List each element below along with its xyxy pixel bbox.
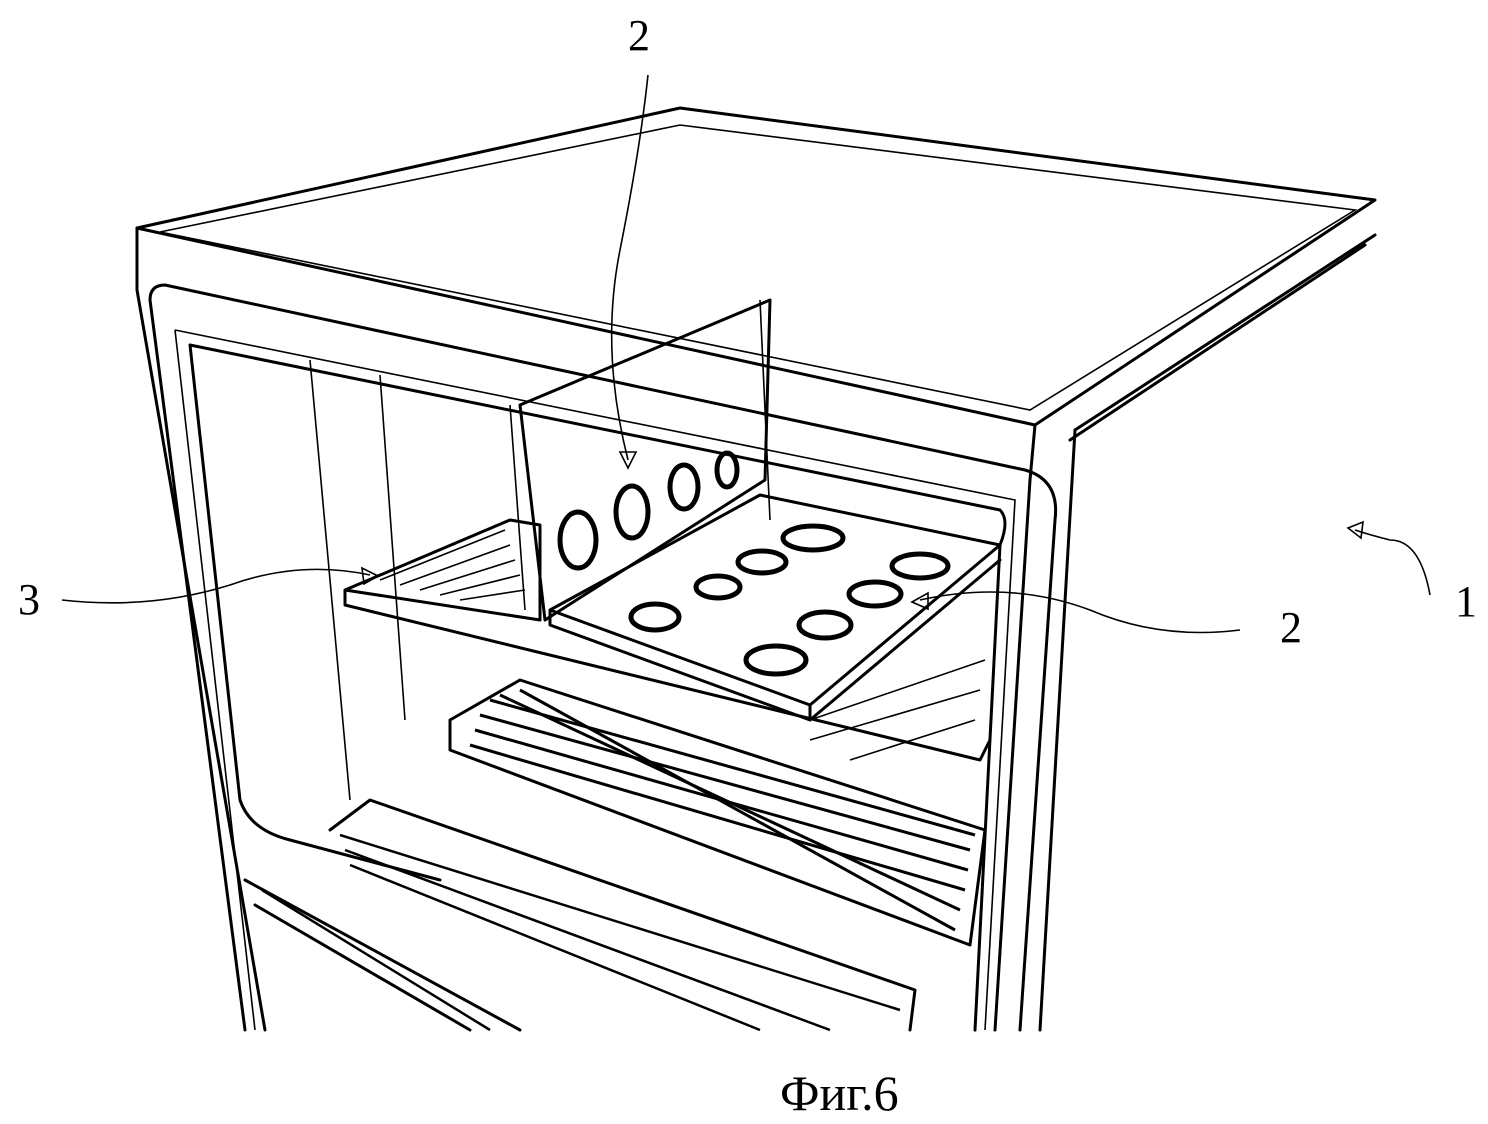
ref-label-1: 1: [1455, 577, 1477, 626]
ref-label-2-right: 2: [1280, 603, 1302, 652]
door-frame: [148, 283, 1058, 1032]
drawer: [243, 798, 917, 1032]
fan-openings: [557, 450, 740, 571]
upper-panel: [518, 298, 772, 622]
leader-line-2-right: [919, 591, 1241, 634]
leader-line-3: [61, 568, 371, 604]
ref-label-3: 3: [18, 575, 40, 624]
lower-shelf: [448, 678, 987, 947]
leader-line-1: [1354, 529, 1431, 596]
interior-opening: [188, 343, 1007, 1032]
cabinet-front: [135, 226, 1037, 1032]
cabinet-top: [135, 106, 1377, 427]
tray-openings: [628, 523, 951, 677]
leader-line-2-top: [610, 74, 649, 461]
tray: [548, 493, 1002, 722]
ref-label-2-top: 2: [628, 11, 650, 60]
figure-caption: Фиг.6: [780, 1065, 899, 1121]
shelf: [343, 518, 992, 762]
